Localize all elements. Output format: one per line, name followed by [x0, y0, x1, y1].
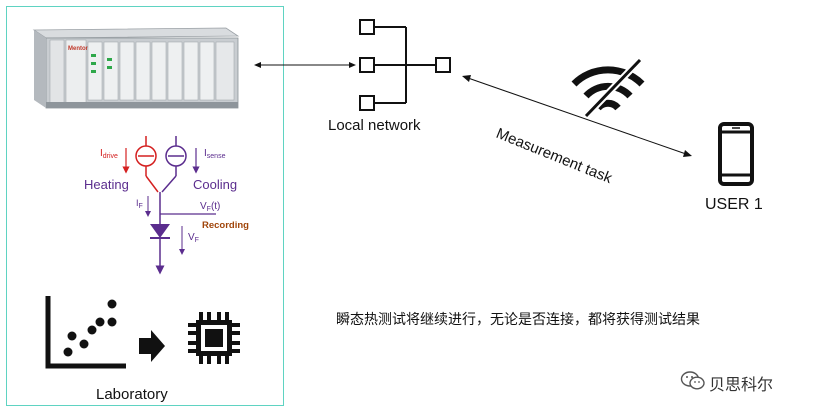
smartphone-icon: [718, 122, 754, 186]
device-brand: Mentor: [68, 46, 89, 52]
vf-t-suffix: (t): [211, 201, 220, 212]
local-network-label: Local network: [328, 117, 421, 134]
wifi-off-icon: [571, 58, 645, 118]
cooling-label: Cooling: [193, 177, 237, 192]
user-label: USER 1: [705, 196, 763, 213]
svg-text:VF: VF: [188, 232, 199, 244]
svg-text:IF: IF: [136, 198, 143, 210]
i-drive-label: I: [100, 148, 103, 159]
svg-text:Idrive: Idrive: [100, 148, 118, 160]
i-f-sub: F: [139, 203, 143, 210]
brand-text: 贝思科尔: [709, 377, 774, 394]
network-tree-icon: [359, 19, 451, 111]
i-drive-sub: drive: [103, 153, 118, 160]
chip-icon: [188, 312, 240, 364]
v-f-sub: F: [195, 237, 199, 244]
laboratory-label: Laboratory: [96, 386, 168, 403]
link-lab-network: [254, 62, 356, 68]
note-text: 瞬态热测试将继续进行，无论是否连接，都将获得测试结果: [336, 311, 700, 327]
v-f-label: V: [188, 232, 195, 243]
recording-label: Recording: [202, 220, 249, 231]
heating-label: Heating: [84, 177, 129, 192]
wechat-icon: [680, 371, 705, 390]
chassis-image: Mentor: [32, 27, 240, 109]
diode-symbol: [150, 224, 170, 238]
svg-text:VF(t): VF(t): [200, 201, 220, 213]
i-f-label: I: [136, 198, 139, 208]
laboratory-frame: [6, 6, 284, 406]
scatter-plot-icon: [45, 296, 126, 369]
arrow-right-icon: [139, 330, 165, 362]
svg-text:Isense: Isense: [204, 148, 226, 160]
circuit-diagram: Idrive Isense Heating Cooling IF VF(t) R…: [84, 136, 249, 275]
vf-t-label: V: [200, 201, 207, 212]
i-sense-label: I: [204, 148, 207, 159]
i-sense-sub: sense: [207, 153, 226, 160]
link-network-user: [462, 75, 692, 157]
vf-t-sub: F: [207, 206, 211, 213]
